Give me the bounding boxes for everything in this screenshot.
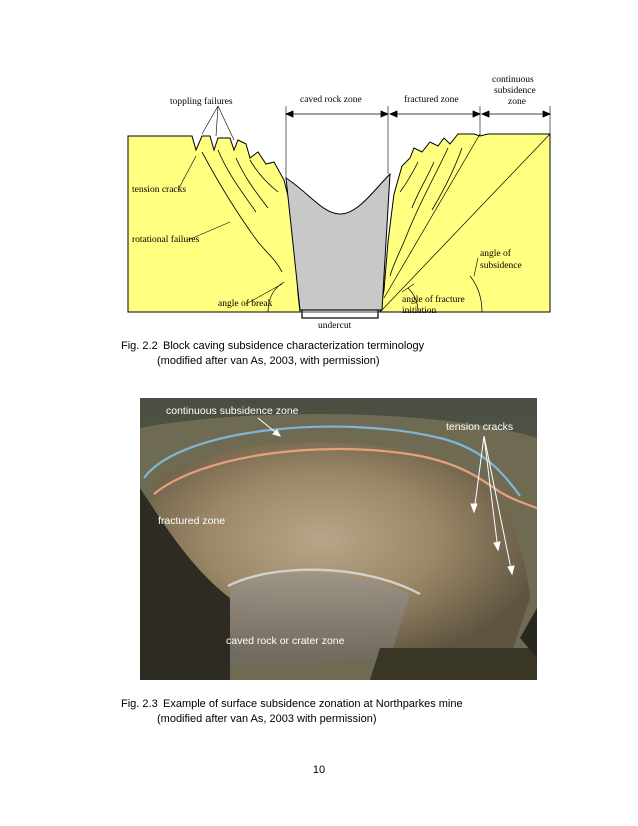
- caption-number: Fig. 2.3: [121, 697, 163, 712]
- label-undercut: undercut: [318, 321, 352, 331]
- left-rock-mass: [128, 136, 300, 312]
- label-continuous-2: subsidence: [494, 86, 536, 96]
- caption-text: Block caving subsidence characterization…: [163, 340, 424, 352]
- label-caved-rock-zone: caved rock zone: [300, 95, 362, 105]
- label-continuous-1: continuous: [492, 75, 534, 85]
- label-angle-subsidence-2: subsidence: [480, 261, 522, 271]
- caption-source: (modified after van As, 2003 with permis…: [121, 712, 463, 727]
- caption-text: Example of surface subsidence zonation a…: [163, 698, 463, 710]
- label-angle-subsidence-1: angle of: [480, 248, 512, 259]
- label-tension-cracks: tension cracks: [132, 185, 186, 195]
- label-rotational-failures: rotational failures: [132, 234, 200, 245]
- page-number: 10: [0, 764, 638, 776]
- caption-number: Fig. 2.2: [121, 339, 163, 354]
- label-continuous-subsidence-zone: continuous subsidence zone: [166, 405, 299, 417]
- label-toppling-failures: toppling failures: [170, 96, 233, 107]
- label-continuous-3: zone: [508, 97, 526, 107]
- undercut-block: [302, 310, 378, 318]
- northparkes-subsidence-photo: continuous subsidence zone tension crack…: [140, 398, 537, 680]
- label-fractured-zone: fractured zone: [158, 515, 225, 527]
- caption-source: (modified after van As, 2003, with permi…: [121, 354, 424, 369]
- label-fractured-zone: fractured zone: [404, 94, 459, 105]
- label-caved-rock-crater-zone: caved rock or crater zone: [226, 635, 345, 647]
- block-caving-diagram: toppling failures caved rock zone fractu…: [118, 62, 558, 332]
- caved-rock-zone: [286, 174, 390, 310]
- label-angle-fracture-2: initiation: [402, 306, 437, 316]
- label-tension-cracks: tension cracks: [446, 421, 513, 433]
- label-angle-fracture-1: angle of fracture: [402, 294, 465, 305]
- label-angle-of-break: angle of break: [218, 298, 273, 309]
